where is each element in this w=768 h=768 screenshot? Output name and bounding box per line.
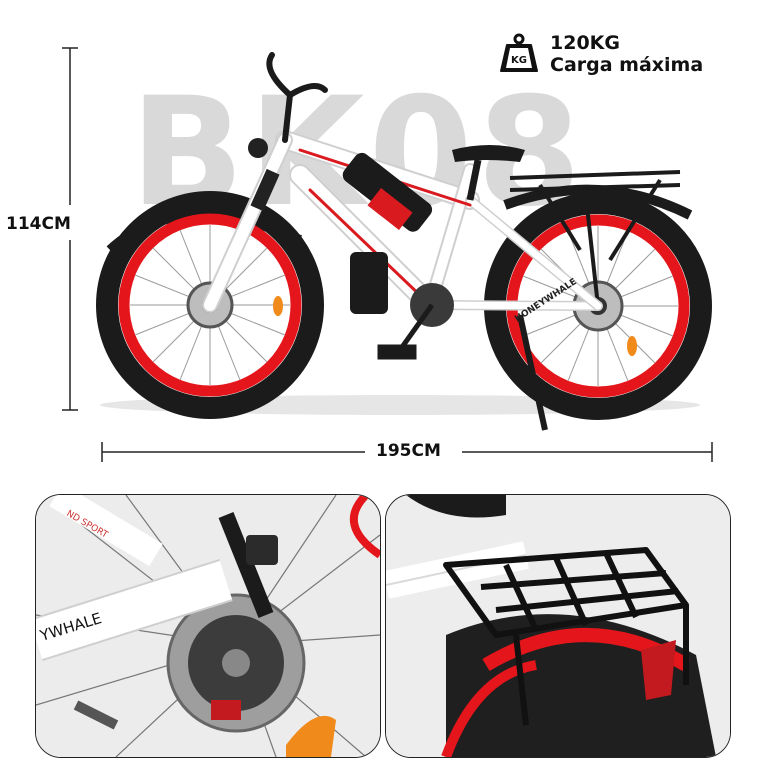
pedals: [377, 303, 435, 360]
max-load-value: 120KG: [550, 32, 620, 54]
length-dimension-line: [101, 442, 713, 462]
height-dimension-line: [62, 47, 78, 411]
weight-icon: KG: [500, 33, 538, 73]
rear-brake-closeup: YWHALE ND SPORT: [36, 495, 380, 757]
height-label: 114CM: [6, 212, 71, 236]
max-load-info: KG 120KG Carga máxima: [498, 32, 703, 77]
detail-panel-rear-brake: YWHALE ND SPORT: [35, 494, 381, 758]
rear-rack-closeup: [386, 495, 730, 757]
battery-packs: [342, 152, 433, 314]
bike-illustration: HONEYWHALE: [62, 47, 713, 462]
front-fork: [202, 132, 293, 313]
rear-rack: [509, 170, 681, 307]
max-load-label: Carga máxima: [550, 54, 704, 77]
length-label: 195CM: [370, 441, 447, 461]
kickstand: [517, 314, 548, 431]
detail-panel-rear-rack: [385, 494, 731, 758]
bike-frame: [275, 130, 603, 316]
weight-badge-text: KG: [511, 55, 527, 66]
handlebar: [266, 52, 328, 143]
seat: [452, 145, 525, 201]
